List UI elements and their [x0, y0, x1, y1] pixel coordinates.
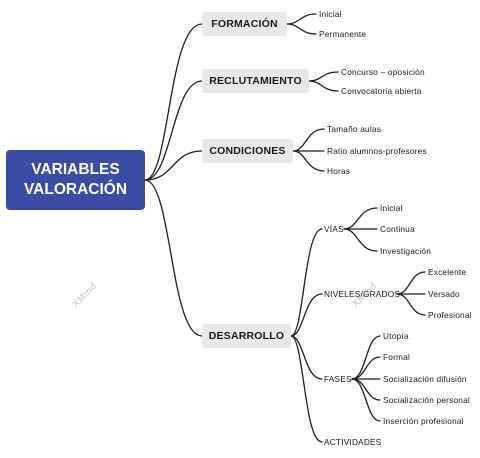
subtopic-niveles-grados[interactable]: NIVELES/GRADOS	[324, 289, 401, 299]
topic-reclutamiento[interactable]: RECLUTAMIENTO	[202, 69, 309, 93]
root-label-line1: VARIABLES	[31, 161, 120, 178]
subtopic-formacion-permanente[interactable]: Permanente	[319, 29, 367, 39]
subtopic-vias-investigacion[interactable]: Investigación	[380, 246, 432, 256]
subtopic-vias-inicial[interactable]: Inicial	[380, 203, 403, 213]
subtopic-fase-insercion-profesional[interactable]: Inserción profesional	[383, 416, 464, 426]
subtopic-convocatoria-abierta[interactable]: Convocatoria abierta	[341, 86, 422, 96]
subtopic-formacion-inicial[interactable]: Inicial	[319, 9, 342, 19]
root-label-line2: VALORACIÓN	[23, 181, 128, 198]
subtopic-fase-socializacion-difusion[interactable]: Socialización difusión	[383, 374, 467, 384]
topic-condiciones[interactable]: CONDICIONES	[202, 139, 293, 163]
subtopic-actividades[interactable]: ACTIVIDADES	[324, 437, 382, 447]
topic-formacion[interactable]: FORMACIÓN	[202, 12, 287, 36]
subtopic-vias[interactable]: VÍAS	[324, 224, 344, 234]
subtopic-fase-utopia[interactable]: Utopía	[383, 331, 409, 341]
subtopic-tamano-aulas[interactable]: Tamaño aulas	[327, 124, 382, 134]
subtopic-fases[interactable]: FASES	[324, 374, 352, 384]
root-topic[interactable]: VARIABLES VALORACIÓN	[6, 150, 145, 210]
topic-desarrollo[interactable]: DESARROLLO	[202, 324, 291, 348]
subtopic-vias-continua[interactable]: Continua	[380, 224, 415, 234]
subtopic-concurso-oposicion[interactable]: Concurso – oposición	[341, 67, 425, 77]
subtopic-nivel-excelente[interactable]: Excelente	[428, 267, 467, 277]
subtopic-fase-formal[interactable]: Formal	[383, 352, 411, 362]
subtopic-nivel-versado[interactable]: Versado	[428, 289, 460, 299]
subtopic-ratio-alumnos-profesores[interactable]: Ratio alumnos-profesores	[327, 146, 427, 156]
subtopic-horas[interactable]: Horas	[327, 166, 351, 176]
subtopic-fase-socializacion-personal[interactable]: Socialización personal	[383, 395, 470, 405]
subtopic-nivel-profesional[interactable]: Profesional	[428, 310, 472, 320]
